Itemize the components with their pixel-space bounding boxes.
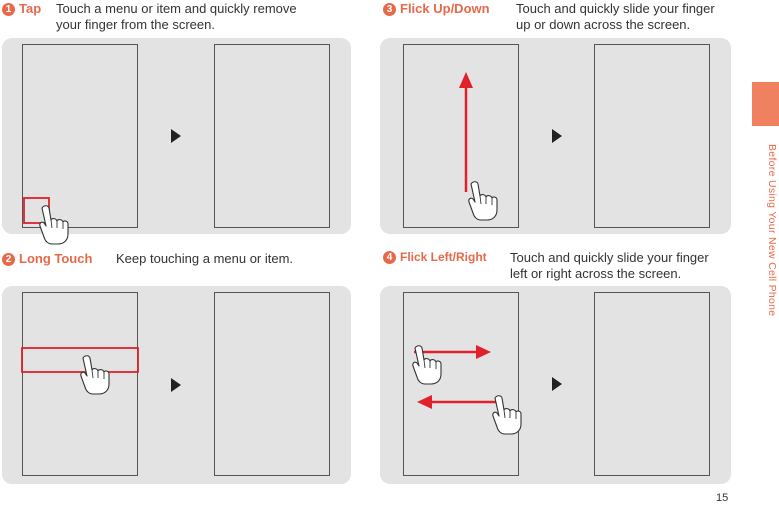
step-number-badge: 1 — [2, 3, 15, 16]
side-chapter-label: Before Using Your New Cell Phone — [766, 144, 778, 317]
description-line: left or right across the screen. — [510, 266, 682, 281]
screen-after — [214, 44, 330, 228]
screen-after — [214, 292, 330, 476]
play-arrow-icon — [552, 377, 562, 391]
description-line: your finger from the screen. — [56, 17, 215, 32]
section-flick-leftright-description: Touch and quickly slide your finger left… — [510, 250, 709, 282]
section-flick-updown-heading: 3 Flick Up/Down — [383, 1, 490, 17]
description-line: Touch and quickly slide your finger — [516, 1, 715, 16]
screen-before — [22, 292, 138, 476]
screen-after — [594, 44, 710, 228]
long-touch-illustration-panel — [2, 286, 351, 484]
section-title: Tap — [19, 1, 42, 16]
screen-after — [594, 292, 710, 476]
flick-up-arrow — [459, 72, 473, 192]
section-tap-description: Touch a menu or item and quickly remove … — [56, 1, 297, 33]
section-title: Flick Left/Right — [400, 250, 487, 264]
flick-right-arrow — [414, 345, 491, 359]
side-chapter-tab — [752, 82, 779, 126]
play-arrow-icon — [171, 378, 181, 392]
section-flick-leftright-heading: 4 Flick Left/Right — [383, 249, 487, 265]
screen-before — [403, 44, 519, 228]
flick-left-arrow — [417, 395, 497, 409]
description-line: up or down across the screen. — [516, 17, 691, 32]
pointing-hand-icon — [468, 181, 498, 221]
step-number-badge: 3 — [383, 3, 396, 16]
pointing-hand-icon — [39, 205, 69, 245]
step-number-badge: 2 — [2, 253, 15, 266]
step-number-badge: 4 — [383, 251, 396, 264]
section-title: Flick Up/Down — [400, 1, 490, 16]
pointing-hand-icon — [80, 355, 110, 395]
description-line: Touch a menu or item and quickly remove — [56, 1, 297, 16]
pointing-hand-icon — [492, 395, 522, 435]
play-arrow-icon — [171, 129, 181, 143]
flick-leftright-illustration-panel — [380, 286, 731, 484]
section-long-touch-heading: 2 Long Touch — [2, 251, 92, 267]
play-arrow-icon — [552, 129, 562, 143]
description-line: Touch and quickly slide your finger — [510, 250, 709, 265]
description-line: Keep touching a menu or item. — [116, 251, 294, 266]
section-flick-updown-description: Touch and quickly slide your finger up o… — [516, 1, 715, 33]
section-long-touch-description: Keep touching a menu or item. — [116, 251, 293, 267]
section-title: Long Touch — [19, 251, 93, 266]
flick-updown-illustration-panel — [380, 38, 731, 234]
section-tap-heading: 1 Tap — [2, 1, 41, 17]
page-number: 15 — [716, 492, 729, 504]
long-touch-highlight-bar — [21, 347, 139, 373]
